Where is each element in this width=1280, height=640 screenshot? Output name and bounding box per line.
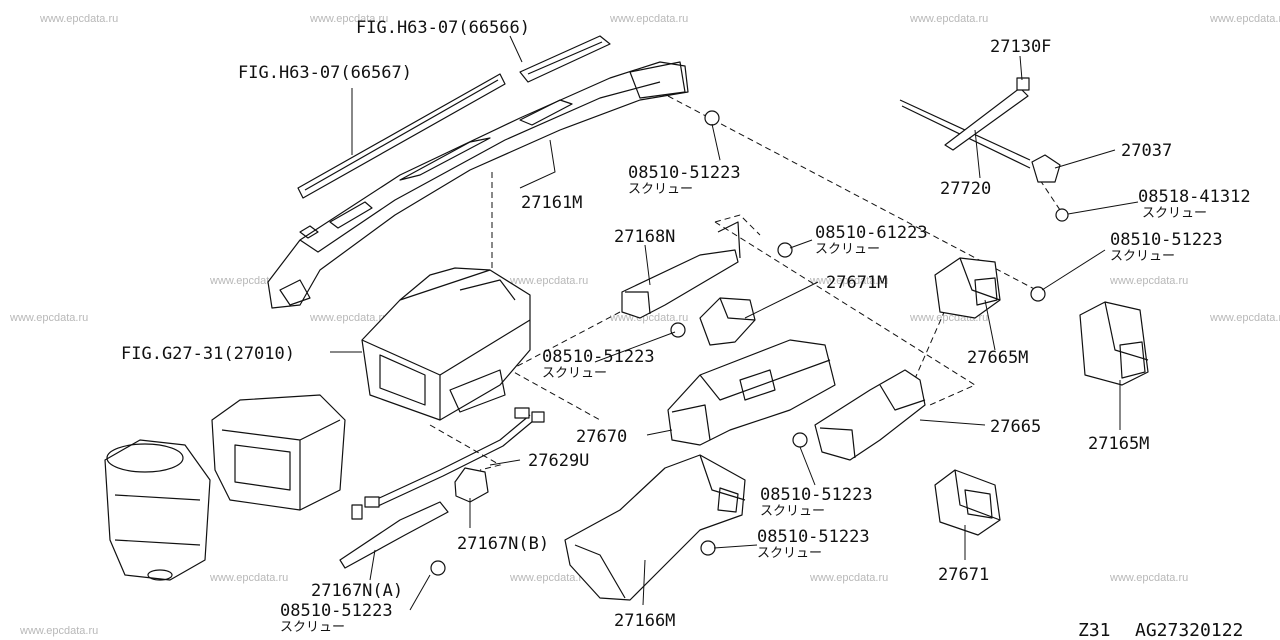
watermark: www.epcdata.ru — [9, 312, 88, 324]
watermark: www.epcdata.ru — [209, 572, 288, 584]
watermark: www.epcdata.ru — [909, 13, 988, 25]
screw-5-number: 08510-51223 — [760, 485, 873, 505]
part-27670: 27670 — [576, 427, 627, 447]
drawing-section: Z31 — [1078, 620, 1111, 640]
screw-7-number: 08510-51223 — [280, 601, 393, 621]
ref-fig-h63-66567: FIG.H63-07(66567) — [238, 63, 412, 83]
duct-27671M — [699, 297, 756, 346]
ref-fig-g27: FIG.G27-31(27010) — [121, 344, 295, 364]
watermark: www.epcdata.ru — [509, 275, 588, 287]
screw-icon — [430, 560, 446, 576]
duct-27168N — [621, 221, 741, 319]
part-27165M: 27165M — [1088, 434, 1149, 454]
vent-27165M — [1079, 301, 1149, 386]
part-27671M: 27671M — [826, 273, 887, 293]
screw-5-label: スクリュー — [760, 504, 825, 519]
watermark: www.epcdata.ru — [1209, 312, 1280, 324]
watermark: www.epcdata.ru — [609, 312, 688, 324]
screw-8-label: スクリュー — [1142, 206, 1207, 221]
part-27037: 27037 — [1121, 141, 1172, 161]
screw-icon — [777, 242, 793, 258]
screw-icon — [700, 540, 716, 556]
part-27130F: 27130F — [990, 37, 1051, 57]
duct-27665 — [814, 369, 926, 461]
leader-lines — [330, 35, 1139, 611]
part-27166M: 27166M — [614, 611, 675, 631]
screw-icon — [670, 322, 686, 338]
screw-icon — [1030, 286, 1046, 302]
duct-27670 — [667, 339, 836, 446]
part-27671: 27671 — [938, 565, 989, 585]
drawing-code: Z31 AG27320122 — [1078, 620, 1243, 640]
screw-7-label: スクリュー — [280, 620, 345, 635]
heater-unit-27010 — [361, 267, 531, 421]
drawing-number: AG27320122 — [1135, 620, 1243, 640]
part-27161M: 27161M — [521, 193, 582, 213]
watermark: www.epcdata.ru — [39, 13, 118, 25]
ref-fig-h63-66566: FIG.H63-07(66566) — [356, 18, 530, 38]
screw-8-number: 08518-41312 — [1138, 187, 1251, 207]
screw-2-label: スクリュー — [815, 242, 880, 257]
vent-strip-66566 — [519, 35, 611, 83]
screw-4-label: スクリュー — [542, 366, 607, 381]
screw-6-label: スクリュー — [757, 546, 822, 561]
watermark: www.epcdata.ru — [809, 572, 888, 584]
part-27629U: 27629U — [528, 451, 589, 471]
part-labels: FIG.H63-07(66566) FIG.H63-07(66567) 2716… — [121, 18, 1251, 635]
watermark: www.epcdata.ru — [1109, 572, 1188, 584]
connector-27037 — [1031, 154, 1061, 183]
watermark: www.epcdata.ru — [809, 275, 888, 287]
screw-6-number: 08510-51223 — [757, 527, 870, 547]
screw-3-number: 08510-51223 — [1110, 230, 1223, 250]
watermark: www.epcdata.ru — [1109, 275, 1188, 287]
vent-strip-66567 — [297, 73, 506, 199]
grommet-27130F — [944, 77, 1030, 151]
vent-27671 — [934, 469, 1001, 536]
screw-1-label: スクリュー — [628, 182, 693, 197]
watermark: www.epcdata.ru — [309, 312, 388, 324]
part-27167N-A: 27167N(A) — [311, 581, 403, 601]
part-27168N: 27168N — [614, 227, 675, 247]
watermark: www.epcdata.ru — [509, 572, 588, 584]
watermark: www.epcdata.ru — [609, 13, 688, 25]
blower-case — [211, 394, 346, 511]
watermark: www.epcdata.ru — [309, 13, 388, 25]
harness-27629U — [364, 407, 545, 508]
part-27167N-B: 27167N(B) — [457, 534, 549, 554]
screw-icon — [1055, 208, 1069, 222]
screw-icon — [704, 110, 720, 126]
watermarks: www.epcdata.ru www.epcdata.ru www.epcdat… — [9, 13, 1280, 637]
part-27665M: 27665M — [967, 348, 1028, 368]
blower-motor — [104, 439, 211, 581]
screws — [430, 110, 1069, 576]
sensor-27167N-A — [339, 501, 449, 569]
vent-27665M — [934, 257, 1001, 319]
screw-2-number: 08510-61223 — [815, 223, 928, 243]
defroster-duct-27161M — [267, 61, 689, 309]
screw-icon — [792, 432, 808, 448]
sensor-27167N-B — [454, 467, 489, 503]
screw-3-label: スクリュー — [1110, 249, 1175, 264]
screw-4-number: 08510-51223 — [542, 347, 655, 367]
part-27720: 27720 — [940, 179, 991, 199]
watermark: www.epcdata.ru — [19, 625, 98, 637]
screw-1-number: 08510-51223 — [628, 163, 741, 183]
watermark: www.epcdata.ru — [1209, 13, 1280, 25]
part-27665: 27665 — [990, 417, 1041, 437]
duct-27166M — [564, 454, 746, 601]
